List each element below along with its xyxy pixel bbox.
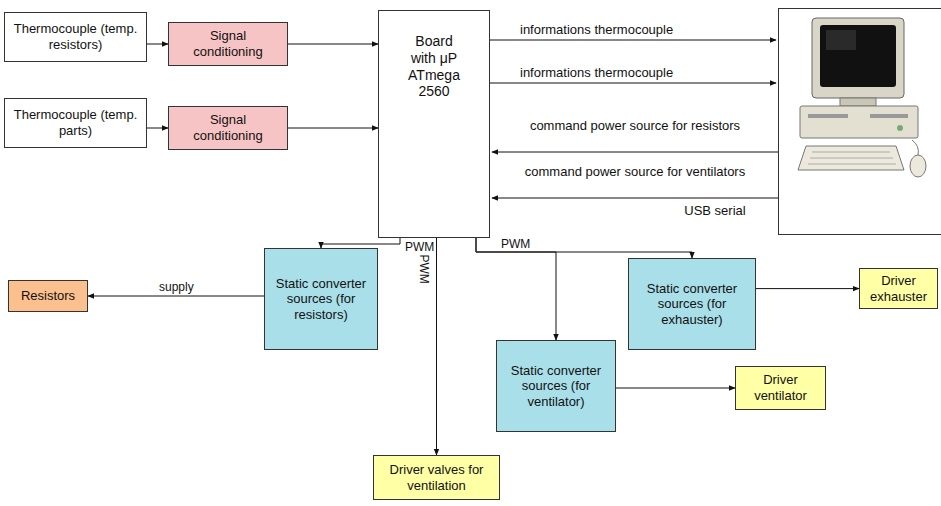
node-text: Driver ventilator	[740, 372, 821, 403]
driver-box: Driver valves for ventilation	[373, 455, 500, 500]
load-box: Resistors	[8, 280, 88, 312]
computer-icon	[798, 18, 926, 177]
signal-label: informations thermocouple	[520, 22, 740, 38]
connector	[756, 288, 859, 289]
converter-box: Static converter sources (for ventilator…	[496, 340, 616, 432]
signal-label: informations thermocouple	[520, 65, 740, 81]
connector	[616, 388, 735, 389]
edge-label: PWM	[416, 254, 430, 285]
connector	[321, 238, 400, 248]
converter-box: Static converter sources (for resistors)	[264, 248, 378, 350]
node-text: Static converter sources (for resistors)	[271, 276, 371, 323]
connector	[147, 44, 168, 45]
signal-label: USB serial	[665, 203, 765, 219]
signal-label: command power source for ventilators	[510, 164, 760, 180]
driver-box: Driver exhauster	[859, 268, 938, 309]
connector	[476, 238, 692, 258]
edge-label: PWM	[404, 240, 435, 254]
microcontroller-board: Board with μP ATmega 2560	[378, 10, 490, 238]
edge-label: PWM	[500, 237, 531, 251]
computer-frame	[779, 9, 941, 235]
node-text: Signal conditioning	[175, 28, 281, 59]
conditioning-box: Signal conditioning	[168, 106, 288, 150]
conditioning-box: Signal conditioning	[168, 22, 288, 66]
sensor-box: Thermocouple (temp. parts)	[4, 98, 147, 148]
connector	[88, 296, 264, 297]
node-text: Thermocouple (temp. resistors)	[13, 21, 138, 52]
sensor-box: Thermocouple (temp. resistors)	[4, 12, 147, 62]
usb-serial-arrows	[490, 40, 778, 198]
node-text: Board with μP ATmega 2560	[403, 33, 465, 100]
connector	[436, 238, 437, 455]
connector	[288, 128, 378, 129]
driver-box: Driver ventilator	[735, 366, 826, 410]
node-text: Thermocouple (temp. parts)	[13, 107, 138, 138]
node-text: Resistors	[21, 288, 75, 304]
converter-box: Static converter sources (for exhauster)	[628, 258, 756, 350]
node-text: Driver exhauster	[864, 273, 933, 304]
node-text: Driver valves for ventilation	[378, 462, 495, 493]
node-text: Static converter sources (for ventilator…	[503, 363, 609, 410]
edge-label: supply	[158, 280, 195, 294]
node-text: Signal conditioning	[175, 112, 281, 143]
connector	[288, 44, 378, 45]
signal-label: command power source for resistors	[510, 118, 760, 134]
connector	[147, 128, 168, 129]
node-text: Static converter sources (for exhauster)	[635, 281, 749, 328]
connector	[476, 238, 556, 340]
